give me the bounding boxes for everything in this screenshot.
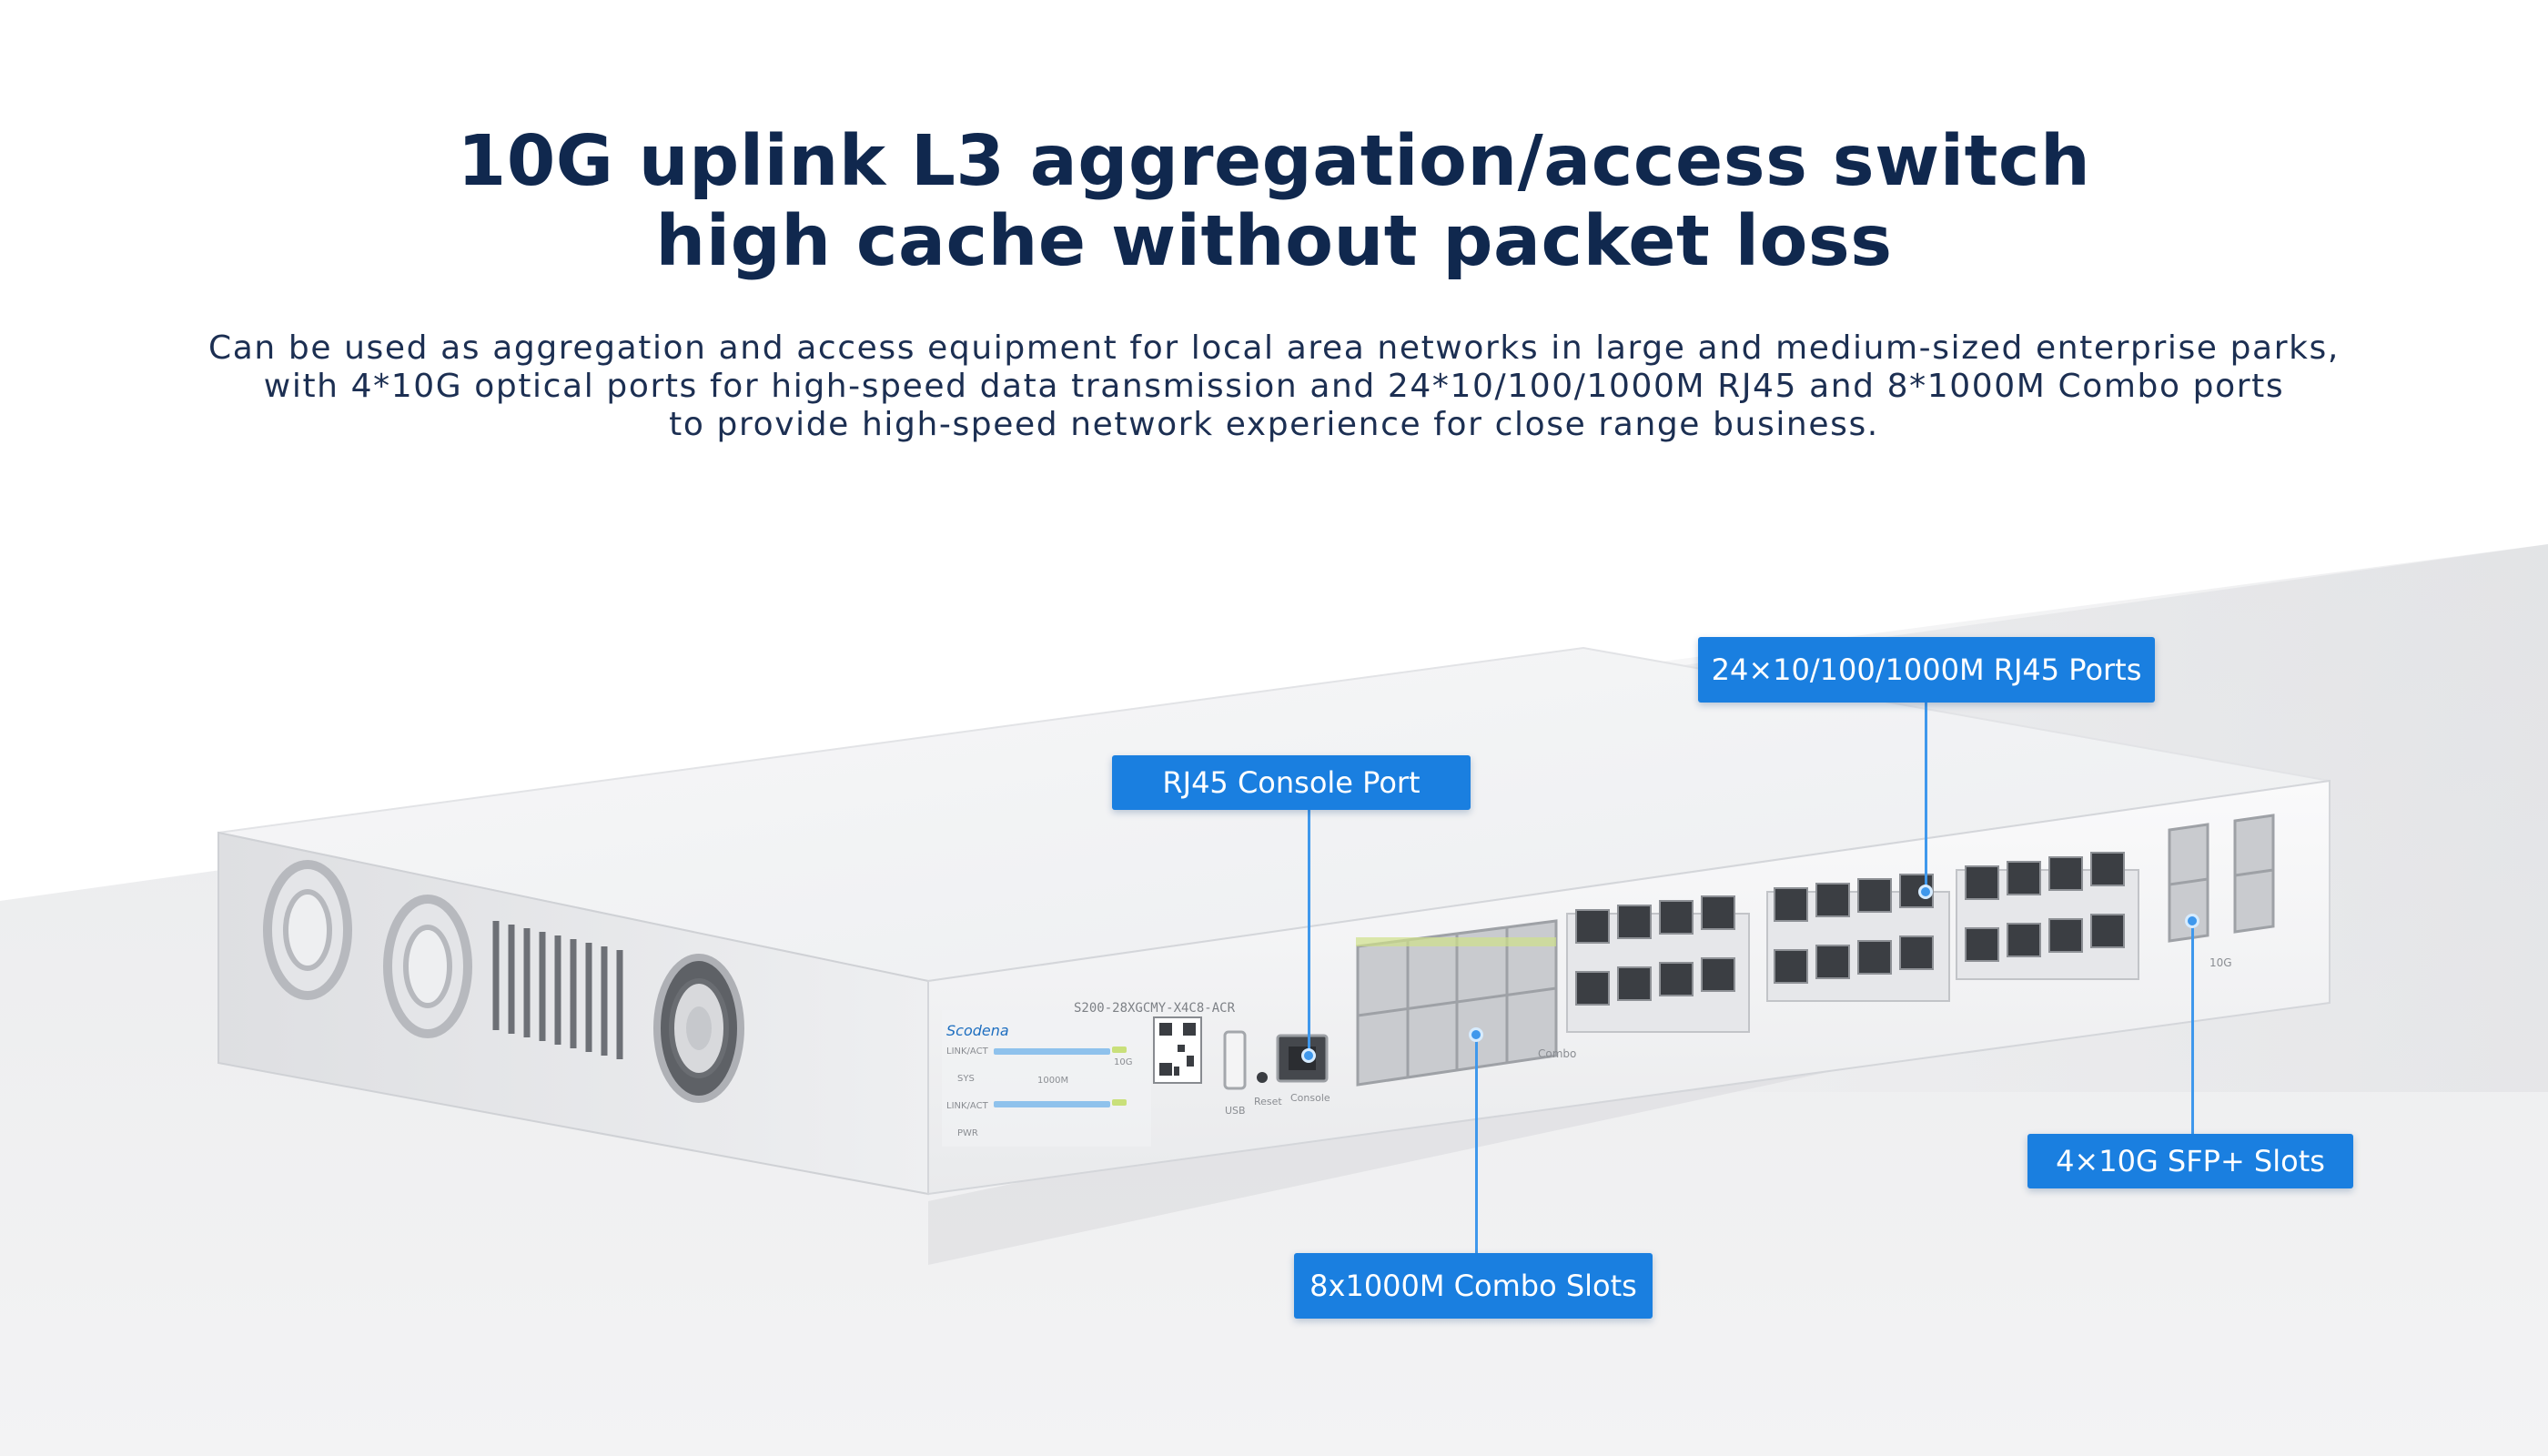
rj45-ports-marker — [1918, 885, 1933, 899]
rj45-ports-leader — [1925, 699, 1927, 890]
console-port-leader — [1308, 810, 1310, 1054]
description-line-3: to provide high-speed network experience… — [669, 406, 1879, 443]
side-vent — [492, 921, 623, 1059]
usb-label: USB — [1225, 1105, 1246, 1117]
model-label: S200-28XGCMY-X4C8-ACR — [1074, 1001, 1236, 1016]
reset-label: Reset — [1254, 1096, 1282, 1107]
usb-port — [1223, 1030, 1247, 1090]
description-line-2: with 4*10G optical ports for high-speed … — [263, 368, 2285, 405]
page-title: 10G uplink L3 aggregation/access switch — [457, 121, 2091, 202]
brand-logo: Scodena — [946, 1022, 1009, 1039]
rj45-port-block — [1566, 852, 2139, 1033]
combo-slots-marker — [1469, 1027, 1483, 1042]
callout-rj45-ports: 24×10/100/1000M RJ45 Ports — [1698, 637, 2155, 703]
link-act-label-1: LINK/ACT — [946, 1046, 989, 1057]
link-act-label-2: LINK/ACT — [946, 1101, 989, 1111]
status-leds — [994, 1046, 1127, 1107]
sfp-slots-leader — [2191, 919, 2194, 1134]
speed-label-1000m: 1000M — [1037, 1076, 1068, 1086]
sfp-plus-slots — [2168, 814, 2275, 943]
combo-slots-leader — [1475, 1033, 1478, 1253]
combo-sfp-cages — [1356, 919, 1558, 1087]
combo-label: Combo — [1538, 1047, 1576, 1060]
side-fan-1 — [263, 860, 352, 1000]
console-port-marker — [1301, 1048, 1316, 1063]
console-label: Console — [1290, 1092, 1330, 1104]
sys-label: SYS — [957, 1074, 975, 1084]
side-fan-2 — [383, 895, 472, 1038]
sfp-10g-label: 10G — [2209, 956, 2232, 969]
page-subtitle: high cache without packet loss — [655, 201, 1893, 282]
callout-sfp-slots: 4×10G SFP+ Slots — [2027, 1134, 2353, 1188]
speed-label-10g: 10G — [1114, 1057, 1132, 1067]
side-fan-3 — [653, 954, 744, 1103]
sfp-slots-marker — [2185, 914, 2199, 928]
callout-console-port: RJ45 Console Port — [1112, 755, 1471, 810]
status-led-panel — [942, 1010, 1151, 1147]
qr-code — [1153, 1016, 1202, 1084]
description-line-1: Can be used as aggregation and access eq… — [208, 329, 2340, 367]
pwr-label: PWR — [957, 1128, 978, 1138]
reset-button — [1257, 1072, 1268, 1083]
callout-combo-slots: 8x1000M Combo Slots — [1294, 1253, 1653, 1319]
